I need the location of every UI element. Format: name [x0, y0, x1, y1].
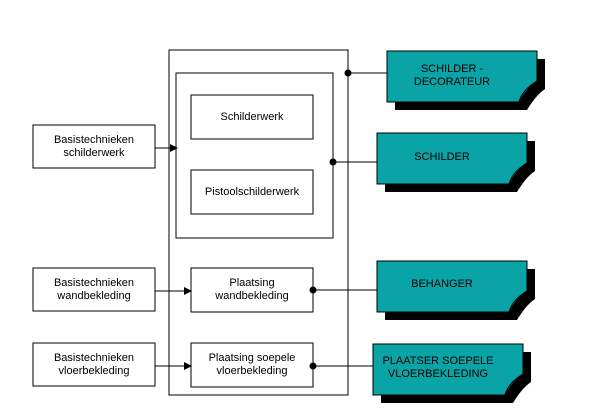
junction-behanger [309, 286, 317, 294]
module-box-schilderwerk [190, 94, 314, 140]
module-box-wandbekleding [190, 267, 314, 313]
outcome-note-schilder-decorateur [386, 50, 545, 110]
junction-plaatser [309, 362, 317, 370]
left-box-schilderwerk [32, 124, 156, 169]
left-box-vloerbekleding [32, 342, 156, 387]
module-box-vloerbekleding [190, 342, 314, 388]
outcome-note-schilder [376, 132, 535, 192]
outcome-note-behanger [376, 260, 535, 320]
module-box-pistoolschilderwerk [190, 169, 314, 215]
junction-schilder [329, 158, 337, 166]
left-box-wandbekleding [32, 267, 156, 312]
outcome-note-plaatser [372, 343, 531, 403]
junction-decorateur [344, 69, 352, 77]
